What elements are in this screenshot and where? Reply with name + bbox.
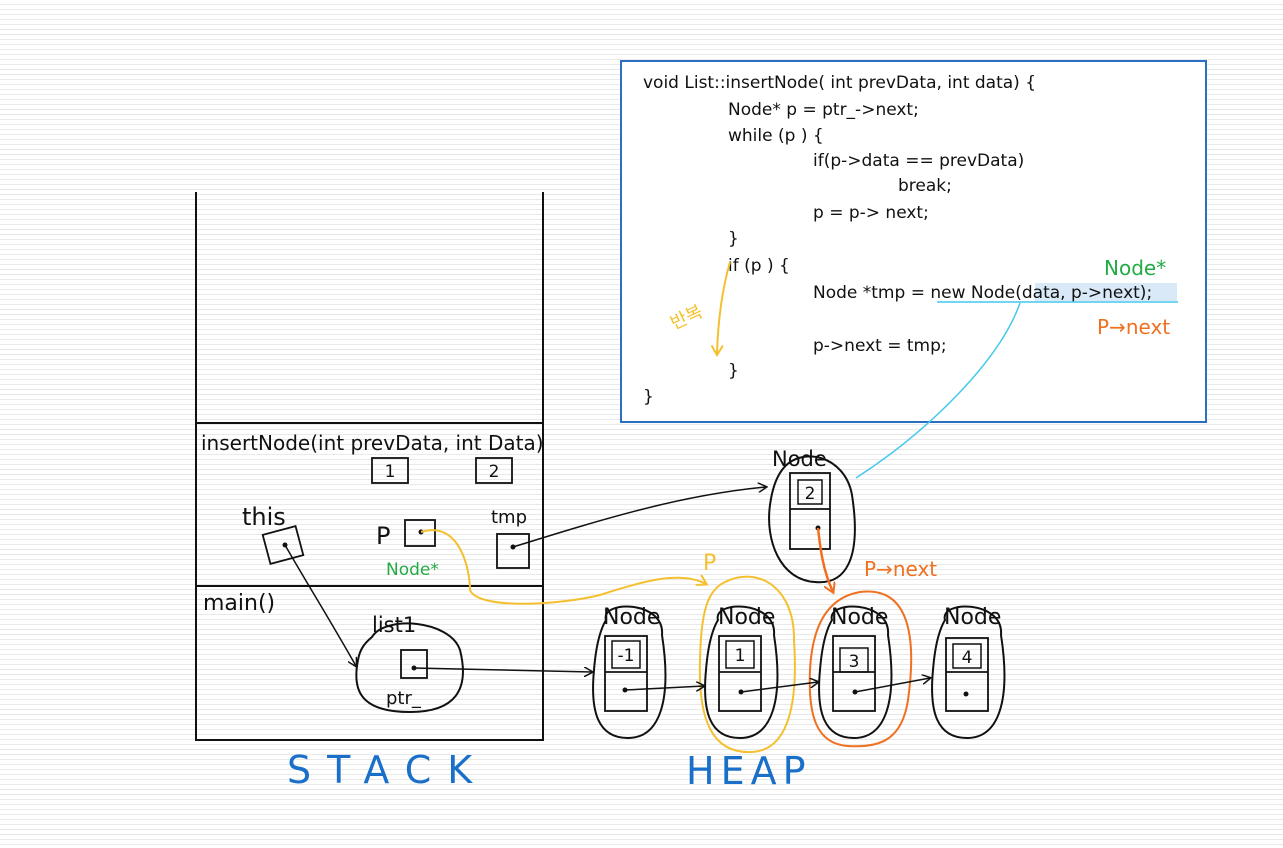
p-heap-label: P bbox=[703, 551, 716, 576]
code-line-1: void List::insertNode( int prevData, int… bbox=[643, 73, 1036, 93]
heap-node-3: Node 4 bbox=[931, 605, 1006, 740]
code-line-4: if(p->data == prevData) bbox=[813, 151, 1024, 171]
p-next-highlight bbox=[808, 590, 913, 748]
insert-frame-label: insertNode(int prevData, int Data) bbox=[201, 431, 544, 455]
code-line-2: Node* p = ptr_->next; bbox=[728, 100, 919, 120]
heap-caption: HEAP bbox=[686, 749, 812, 793]
this-box bbox=[261, 525, 305, 565]
new-node-next-arrow bbox=[816, 527, 833, 592]
ptr-label: ptr_ bbox=[386, 688, 422, 709]
node-value: 3 bbox=[849, 652, 860, 672]
stack-outline bbox=[195, 192, 544, 741]
stack-caption: STACK bbox=[287, 748, 488, 792]
code-line-5: break; bbox=[898, 176, 952, 196]
node-box bbox=[718, 635, 762, 712]
code-line-7: } bbox=[728, 229, 739, 249]
args-highlight bbox=[1035, 283, 1177, 301]
code-line-8: if (p ) { bbox=[728, 256, 790, 276]
list1-blob bbox=[355, 622, 464, 714]
node-ptr-annotation: Node* bbox=[1104, 256, 1166, 280]
new-node-blob bbox=[768, 455, 856, 584]
new-node-value: 2 bbox=[805, 484, 816, 504]
code-line-9: Node *tmp = new Node(data, p->next); bbox=[813, 283, 1152, 303]
tmp-var-label: tmp bbox=[491, 507, 527, 528]
ptr-to-node0-arrow bbox=[413, 668, 592, 672]
node-next-dot bbox=[963, 691, 969, 697]
code-line-6: p = p-> next; bbox=[813, 203, 929, 223]
node1-to-node2-arrow bbox=[740, 682, 818, 693]
heap-area: Node 2 Node -1 Node 1 bbox=[592, 447, 1006, 793]
new-node-label: Node bbox=[772, 447, 827, 471]
this-label: this bbox=[242, 503, 286, 531]
node-value-box bbox=[611, 640, 641, 669]
arg2-value: 2 bbox=[489, 462, 500, 482]
p-highlight bbox=[698, 575, 796, 754]
node-value-box bbox=[952, 643, 982, 669]
arg2-box bbox=[475, 457, 513, 484]
repeat-arrow bbox=[717, 261, 731, 354]
node-label: Node bbox=[831, 605, 888, 630]
new-node-value-box bbox=[797, 479, 823, 505]
node0-to-node1-arrow bbox=[624, 686, 704, 690]
node-value: 1 bbox=[735, 646, 746, 666]
arg1-box bbox=[371, 457, 409, 484]
node-label: Node bbox=[603, 605, 660, 630]
node-label: Node bbox=[944, 605, 1001, 630]
new-node-link bbox=[855, 302, 1021, 479]
p-var-box bbox=[404, 519, 436, 547]
tmp-var-box bbox=[496, 533, 530, 569]
p-var-label: P bbox=[376, 522, 390, 550]
code-line-3: while (p ) { bbox=[728, 126, 824, 146]
node-blob bbox=[818, 605, 893, 740]
code-line-12: } bbox=[643, 387, 654, 407]
arg1-value: 1 bbox=[385, 462, 396, 482]
heap-node-2: Node 3 bbox=[818, 605, 893, 740]
node-value: -1 bbox=[618, 646, 635, 666]
node-value-box bbox=[725, 640, 755, 669]
code-line-11: } bbox=[728, 361, 739, 381]
tmp-to-new-node-arrow bbox=[512, 487, 766, 548]
list1-label: list1 bbox=[372, 613, 416, 637]
new-node-box bbox=[789, 472, 831, 550]
node-blob bbox=[704, 605, 779, 740]
node2-to-node3-arrow bbox=[854, 678, 930, 693]
code-line-10: p->next = tmp; bbox=[813, 336, 947, 356]
stack-area: insertNode(int prevData, int Data) 1 2 t… bbox=[195, 192, 544, 792]
new-node: Node 2 bbox=[768, 447, 856, 584]
node-box bbox=[832, 635, 876, 712]
pointer-arrows bbox=[284, 487, 930, 693]
ptr-box bbox=[400, 649, 428, 679]
node-box bbox=[604, 635, 648, 712]
main-frame-label: main() bbox=[203, 591, 275, 616]
p-next-annotation: P→next bbox=[1097, 315, 1170, 339]
node-ptr-stack-annotation: Node* bbox=[386, 560, 439, 580]
node-box bbox=[945, 637, 989, 712]
node-label: Node bbox=[718, 605, 775, 630]
code-box: void List::insertNode( int prevData, int… bbox=[620, 60, 1207, 423]
node-value: 4 bbox=[962, 648, 973, 668]
node-blob bbox=[931, 605, 1006, 740]
heap-node-0: Node -1 bbox=[592, 605, 667, 740]
p-next-heap-label: P→next bbox=[864, 557, 937, 581]
node-blob bbox=[592, 605, 667, 740]
heap-node-1: Node 1 bbox=[704, 605, 779, 740]
this-to-list1-arrow bbox=[284, 544, 356, 666]
node-value-box bbox=[839, 647, 869, 673]
p-to-node1-arrow bbox=[420, 529, 706, 605]
